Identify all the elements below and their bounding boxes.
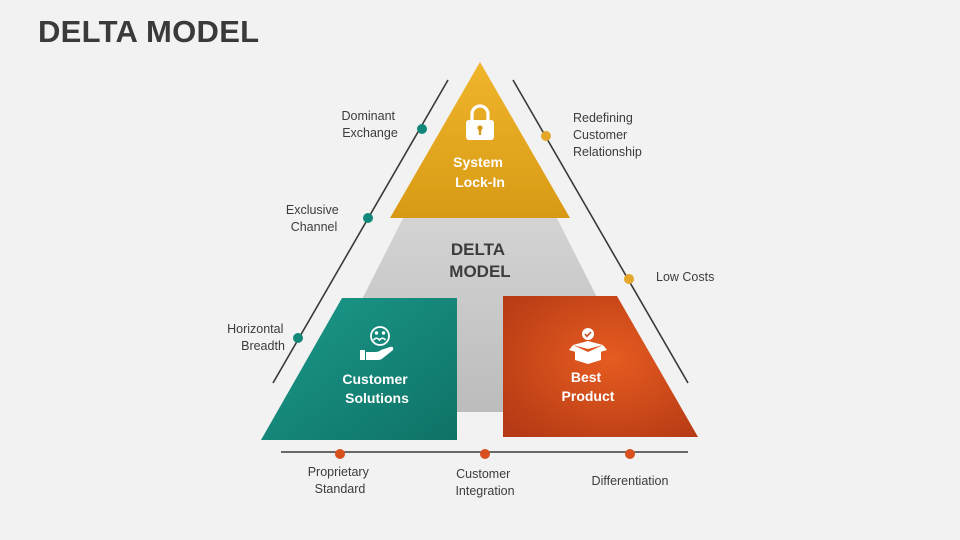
box-check-icon xyxy=(569,328,607,364)
label-dominant-exchange: Dominant Exchange xyxy=(342,109,399,140)
left-label-3-line-1: Horizontal xyxy=(227,322,283,336)
right-marker-redefining-customer-relationship xyxy=(541,131,551,141)
page-title: DELTA MODEL xyxy=(38,14,260,49)
bottom-marker-customer-integration xyxy=(480,449,490,459)
left-marker-dominant-exchange xyxy=(417,124,427,134)
label-differentiation: Differentiation xyxy=(592,474,669,488)
center-label: DELTA MODEL xyxy=(449,240,510,281)
right-guide-line xyxy=(512,79,689,384)
left-marker-exclusive-channel xyxy=(363,213,373,223)
segment-right-line-2: Product xyxy=(562,388,615,404)
center-label-line-1: DELTA xyxy=(451,240,505,259)
segment-right-line-1: Best xyxy=(571,369,602,385)
lock-icon xyxy=(466,104,494,140)
bottom-label-2-line-1: Customer xyxy=(456,467,510,481)
right-label-1-line-2: Customer xyxy=(573,128,627,142)
bottom-marker-proprietary-standard xyxy=(335,449,345,459)
segment-left-line-1: Customer xyxy=(342,371,408,387)
hand-people-icon xyxy=(360,326,394,360)
label-exclusive-channel: Exclusive Channel xyxy=(286,203,342,234)
bottom-label-3-line-1: Differentiation xyxy=(592,474,669,488)
label-redefining-customer-relationship: Redefining Customer Relationship xyxy=(573,111,642,159)
bottom-label-2-line-2: Integration xyxy=(455,484,514,498)
right-label-1-line-3: Relationship xyxy=(573,145,642,159)
best-product-label: Best Product xyxy=(562,369,615,404)
segment-left-line-2: Solutions xyxy=(345,390,409,406)
label-low-costs: Low Costs xyxy=(656,270,714,284)
segment-top-line-1: System xyxy=(453,154,503,170)
right-marker-low-costs xyxy=(624,274,634,284)
bottom-label-1-line-2: Standard xyxy=(315,482,366,496)
customer-solutions-segment xyxy=(261,298,457,440)
system-lock-in-label: System Lock-In xyxy=(453,154,507,190)
segment-top-line-2: Lock-In xyxy=(455,174,505,190)
left-label-1-line-2: Exchange xyxy=(342,126,398,140)
left-label-3-line-2: Breadth xyxy=(241,339,285,353)
left-label-1-line-1: Dominant xyxy=(342,109,396,123)
label-horizontal-breadth: Horizontal Breadth xyxy=(227,322,287,353)
left-label-2-line-1: Exclusive xyxy=(286,203,339,217)
customer-solutions-label: Customer Solutions xyxy=(342,371,411,406)
center-label-line-2: MODEL xyxy=(449,262,510,281)
best-product-segment xyxy=(503,296,698,437)
left-label-2-line-2: Channel xyxy=(291,220,338,234)
right-label-2-line-1: Low Costs xyxy=(656,270,714,284)
right-label-1-line-1: Redefining xyxy=(573,111,633,125)
label-customer-integration: Customer Integration xyxy=(455,467,514,498)
bottom-marker-differentiation xyxy=(625,449,635,459)
bottom-label-1-line-1: Proprietary xyxy=(308,465,370,479)
left-marker-horizontal-breadth xyxy=(293,333,303,343)
label-proprietary-standard: Proprietary Standard xyxy=(308,465,373,496)
